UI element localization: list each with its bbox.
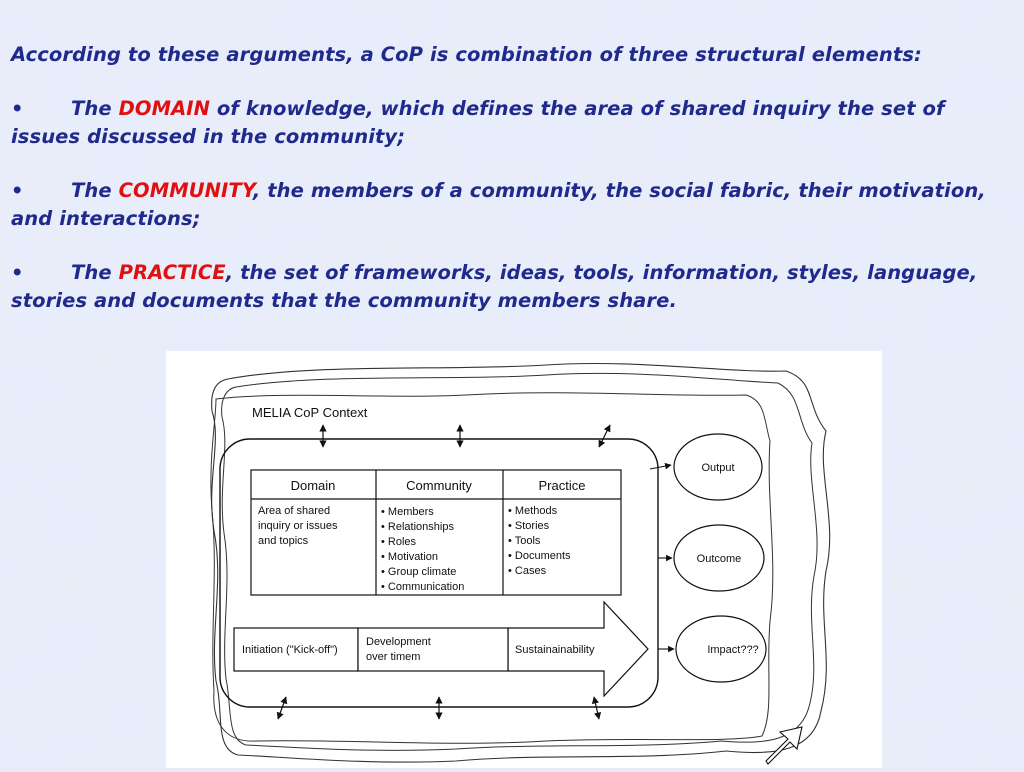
impact-label: Impact??? [707, 644, 758, 656]
community-list: • Members • Relationships • Roles • Moti… [381, 506, 464, 593]
bullet-prefix: The [71, 97, 119, 120]
sustainability-arrow [507, 600, 649, 698]
context-outline-outer [211, 362, 831, 763]
bullet-prefix: The [71, 261, 119, 284]
cop-diagram: MELIA CoP Context Domain Community Pract… [166, 351, 882, 768]
bullet-domain: • The DOMAIN of knowledge, which defines … [11, 95, 1016, 151]
arrow-to-output [649, 462, 672, 470]
outcome-ellipse [673, 524, 765, 592]
bullet-text: of knowledge, which defines the area of … [11, 97, 945, 148]
arrow-bottom-right [591, 696, 602, 720]
keyword-domain: DOMAIN [118, 97, 211, 120]
bullet-practice: • The PRACTICE, the set of frameworks, id… [11, 259, 1016, 315]
impact-ellipse [675, 615, 767, 683]
sustainability-label: Sustainainability [515, 644, 595, 656]
context-outline-inner [210, 392, 774, 744]
output-label: Output [701, 462, 734, 474]
context-outline-mid [221, 372, 818, 751]
practice-list: • Methods • Stories • Tools • Documents … [508, 505, 574, 577]
bullet-prefix: The [71, 179, 119, 202]
bullet-community: • The COMMUNITY, the members of a communi… [11, 177, 1016, 233]
header-domain: Domain [291, 478, 336, 493]
bullet-marker: • [11, 179, 24, 202]
cop-table: Domain Community Practice Area of shared… [250, 469, 622, 596]
domain-description: Area of shared inquiry or issues and top… [258, 505, 341, 547]
intro-paragraph: According to these arguments, a CoP is c… [11, 43, 922, 66]
keyword-practice: PRACTICE [118, 261, 226, 284]
bullet-text: , the set of frameworks, ideas, tools, i… [11, 261, 978, 312]
bullet-marker: • [11, 97, 24, 120]
development-label: Development over timem [366, 636, 434, 663]
arrow-top-right [598, 424, 611, 448]
outcome-label: Outcome [697, 553, 742, 565]
bullet-text: , the members of a community, the social… [11, 179, 986, 230]
timeline: Initiation ("Kick-off") Development over… [233, 600, 649, 698]
initiation-box [233, 627, 359, 672]
initiation-label: Initiation ("Kick-off") [242, 644, 338, 656]
header-community: Community [406, 478, 472, 493]
growth-arrow-icon [765, 726, 803, 765]
context-label: MELIA CoP Context [252, 405, 368, 420]
output-ellipse [673, 433, 763, 501]
arrow-bottom-left [276, 696, 288, 720]
development-box [357, 627, 509, 672]
header-practice: Practice [539, 478, 586, 493]
bullet-marker: • [11, 261, 24, 284]
content-text: According to these arguments, a CoP is c… [11, 41, 1016, 341]
keyword-community: COMMUNITY [118, 179, 253, 202]
